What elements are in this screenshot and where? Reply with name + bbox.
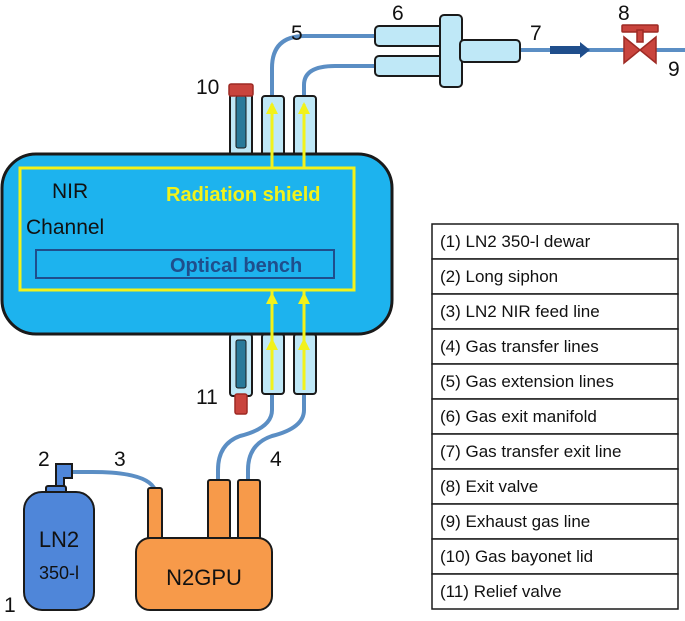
callout-2: 2	[38, 448, 50, 471]
callout-3: 3	[114, 448, 126, 471]
channel-label-line2: Channel	[26, 216, 104, 239]
relief-valve-cap	[234, 393, 248, 415]
legend-row-2	[431, 258, 679, 295]
n2gpu-pump: N2GPU	[135, 479, 273, 611]
ln2-dewar: LN2 350-l	[23, 463, 95, 611]
callout-5: 5	[291, 22, 303, 45]
legend-row-10	[431, 538, 679, 575]
callout-9: 9	[668, 58, 680, 81]
legend-text-4: (4) Gas transfer lines	[440, 337, 599, 356]
callout-1: 1	[4, 594, 16, 617]
channel-label-line1: NIR	[52, 180, 88, 203]
callout-11: 11	[196, 386, 218, 409]
legend-table: (1) LN2 350-l dewar (2) Long siphon (3) …	[431, 223, 679, 610]
exit-valve-icon	[621, 24, 659, 65]
gas-bayonet-lid-cap	[228, 83, 254, 97]
flow-arrow-icon	[550, 42, 590, 58]
legend-row-5	[431, 363, 679, 400]
dewar-label-line1: LN2	[39, 527, 79, 552]
legend-row-7	[431, 433, 679, 470]
dewar-label-line2: 350-l	[39, 563, 79, 583]
callout-8: 8	[618, 2, 630, 25]
shield-flow-lines	[266, 102, 310, 390]
gas-exit-manifold	[374, 14, 521, 88]
legend-text-11: (11) Relief valve	[440, 582, 562, 601]
pump-body	[135, 537, 273, 611]
pump-port-small	[147, 487, 163, 543]
radiation-shield-label: Radiation shield	[166, 184, 320, 206]
dewar-tank	[23, 491, 95, 611]
pump-port-right	[237, 479, 261, 543]
gas-transfer-line-right	[246, 390, 306, 484]
optical-bench	[35, 249, 335, 279]
radiation-shield-outline	[18, 166, 356, 292]
callout-6: 6	[392, 2, 404, 25]
upper-bayonets	[228, 83, 317, 157]
pump-port-left	[207, 479, 231, 543]
gas-extension-line-left	[270, 34, 382, 100]
legend-text-6: (6) Gas exit manifold	[440, 407, 597, 426]
legend-text-9: (9) Exhaust gas line	[440, 512, 590, 531]
callout-7: 7	[530, 22, 542, 45]
pump-label: N2GPU	[166, 565, 242, 590]
legend-row-3	[431, 293, 679, 330]
legend-row-8	[431, 468, 679, 505]
legend-text-3: (3) LN2 NIR feed line	[440, 302, 600, 321]
relief-valve-inner	[235, 339, 247, 389]
optical-bench-label: Optical bench	[170, 255, 302, 277]
callout-4: 4	[270, 448, 282, 471]
callout-10: 10	[196, 76, 219, 99]
gas-extension-line-right	[302, 64, 382, 100]
gas-transfer-line-left	[216, 390, 274, 484]
gas-bayonet-lid-inner	[235, 95, 247, 149]
legend-text-1: (1) LN2 350-l dewar	[440, 232, 591, 251]
legend-text-5: (5) Gas extension lines	[440, 372, 614, 391]
legend-text-8: (8) Exit valve	[440, 477, 538, 496]
legend-row-11	[431, 573, 679, 610]
legend-text-2: (2) Long siphon	[440, 267, 558, 286]
legend-row-9	[431, 503, 679, 540]
ln2-feed-line	[60, 470, 157, 492]
legend-text-7: (7) Gas transfer exit line	[440, 442, 621, 461]
legend-text-10: (10) Gas bayonet lid	[440, 547, 593, 566]
legend-row-6	[431, 398, 679, 435]
